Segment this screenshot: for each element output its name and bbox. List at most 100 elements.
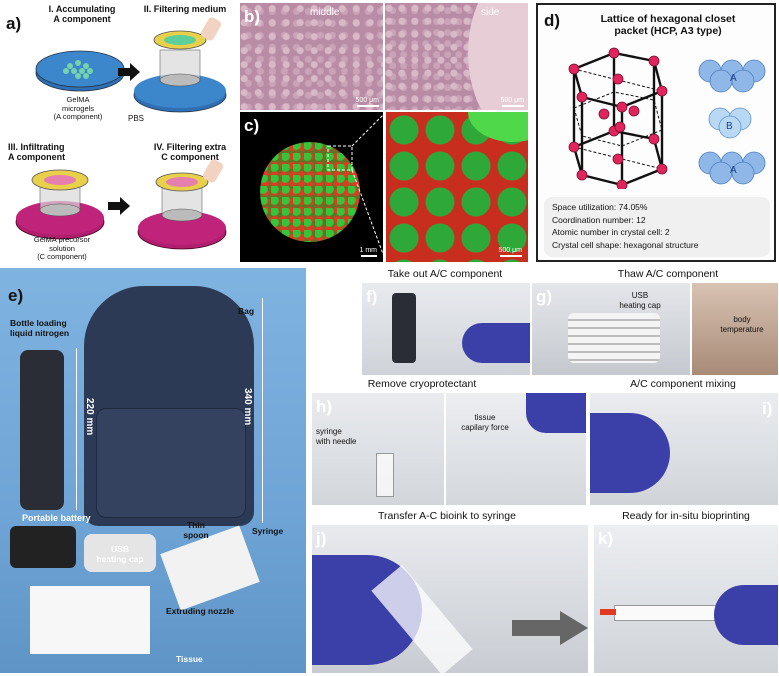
green-corner [468,112,528,142]
panel-b-side-photo: side 500 μm [385,3,528,110]
tissue-pad [30,586,150,654]
hcp-lattice [568,47,668,189]
panel-c-letter: c) [244,116,260,135]
bag-label: Bag [238,306,255,316]
h-tissue-label: tissue capilary force [461,413,509,432]
scale-c2-bar [500,255,522,257]
stacking-layers [698,59,766,185]
panel-d: d) Lattice of hexagonal closet packet (H… [536,3,776,262]
h-glove [526,393,586,433]
panel-d-letter: d) [544,11,561,30]
step1-label: I. Accumulating A component [48,4,116,24]
step2-label: II. Filtering medium [143,4,227,14]
panel-j-photo: j) [312,525,588,673]
zoom-lines [327,112,387,262]
panel-k-letter: k) [598,529,614,548]
prop-space-utilization: Space utilization: 74.05% [552,202,648,212]
microgels-label: GelMA microgels (A component) [53,95,103,121]
panel-g-letter: g) [536,287,553,306]
panel-b-middle-photo: b) middle 500 μm [240,3,383,110]
g-body-label: body temperature [720,315,764,334]
panel-a-letter: a) [6,14,22,33]
hcp-properties-box: Space utilization: 74.05% Coordination n… [544,197,770,257]
transfer-arrow [512,611,588,645]
side-label: side [481,7,500,18]
nozzle-label: Extruding nozzle [166,606,234,616]
f-glove [462,323,530,363]
panel-a-illustration [15,17,227,250]
arrow-right-2 [108,197,130,215]
side-edge [468,3,528,110]
middle-label: middle [310,7,340,18]
prop-atomic-number: Atomic number in crystal cell: 2 [552,227,670,237]
g-cap-label: USB heating cap [619,291,661,310]
syringe-label: Syringe [252,526,284,536]
panel-j-title: Transfer A-C bioink to syringe [378,510,516,522]
panel-f-letter: f) [366,287,378,306]
pbs-label: PBS [128,114,145,123]
panel-k-photo: k) [594,525,778,673]
cap-label: USB heating cap [96,544,144,564]
panel-h-title: Remove cryoprotectant [367,378,477,390]
layer-a-bottom-label: A [730,165,737,176]
panel-i-photo: i) [590,393,778,505]
panel-c-full-photo: c) 1 mm [240,112,383,262]
portable-battery [10,526,76,568]
step3-label: III. Infiltrating A component [8,142,66,162]
panel-k-title: Ready for in-situ bioprinting [622,510,750,522]
bottle-label: Bottle loading liquid nitrogen [10,318,70,338]
tissue-label: Tissue [176,654,203,664]
bag-measure-line [262,298,263,523]
g-heating-cap [568,313,660,363]
h-syringe-label: syringe with needle [316,427,357,446]
panel-e-photo: e) Bottle loading liquid nitrogen Bag 34… [0,268,306,673]
dish-infiltrating [15,169,105,240]
panel-g-photo-right: body temperature [692,283,778,375]
dish-filtering-c [137,159,227,250]
spoon-label: Thin spoon [183,520,209,540]
backpack-pocket [96,408,246,518]
scale-c1-bar [361,255,377,257]
scale-c2-label: 500 μm [498,247,523,254]
panel-b-letter: b) [244,7,261,26]
panel-h-photo-left: h) syringe with needle [312,393,444,505]
layer-b-label: B [726,121,733,132]
panel-f-title: Take out A/C component [387,268,503,280]
f-bottle [392,293,416,363]
i-glove [590,413,670,493]
panel-i-title: A/C component mixing [630,378,736,390]
arrow-right-1 [118,63,140,81]
scale-c1-label: 1 mm [359,247,378,254]
panel-d-title: Lattice of hexagonal closet packet (HCP,… [600,13,736,37]
k-nozzle [600,609,616,615]
precursor-label: GelMA precursor solution (C component) [33,235,91,261]
scale-b2-label: 500 μm [500,97,525,104]
k-syringe [614,605,724,621]
bottle [20,350,64,510]
scale-b2-bar [502,105,524,107]
prop-coordination-number: Coordination number: 12 [552,214,646,225]
bottle-height-label: 220 mm [84,398,95,436]
layer-a-top-label: A [730,73,737,84]
battery-label: Portable battery [22,513,91,523]
bag-height-label: 340 mm [242,388,253,426]
panel-h-photo-right: tissue capilary force [446,393,586,505]
panel-j-letter: j) [316,529,327,548]
construct-disc [260,142,360,242]
prop-cell-shape: Crystal cell shape: hexagonal structure [552,239,699,250]
panel-e-letter: e) [8,286,24,305]
scale-b1-label: 500 μm [355,97,380,104]
dish-filter [133,17,227,113]
panel-i-letter: i) [762,399,773,418]
scale-b1-bar [357,105,379,107]
panel-h-letter: h) [316,397,333,416]
step4-label: IV. Filtering extra C component [153,142,227,162]
panel-c-zoom-photo: 500 μm [386,112,528,262]
h-vial [376,453,394,497]
panel-f-photo: f) [362,283,530,375]
dish-microgels [35,50,125,92]
panel-g-photo-left: g) USB heating cap [532,283,690,375]
k-glove [714,585,778,645]
heating-cap [84,534,156,572]
panel-a: a) I. Accumulating A component II. Filte… [0,0,238,262]
